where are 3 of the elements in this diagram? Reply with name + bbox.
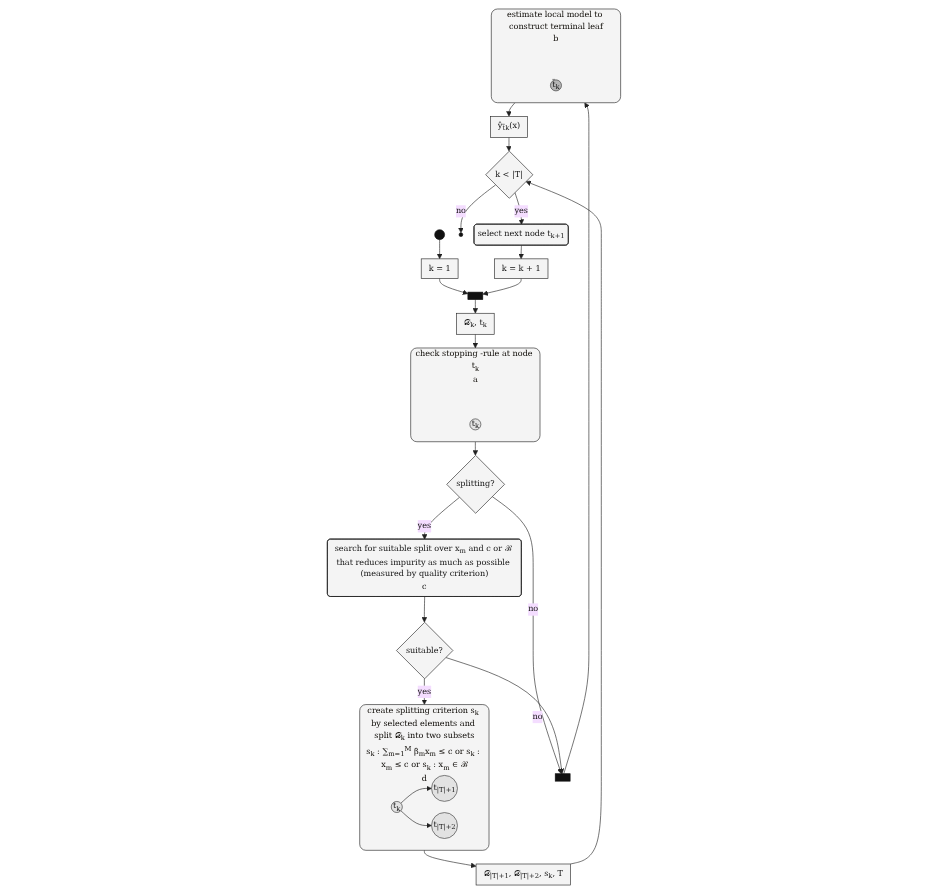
node-bar (467, 291, 484, 300)
node-circle (458, 232, 464, 237)
node-bar (554, 773, 571, 782)
